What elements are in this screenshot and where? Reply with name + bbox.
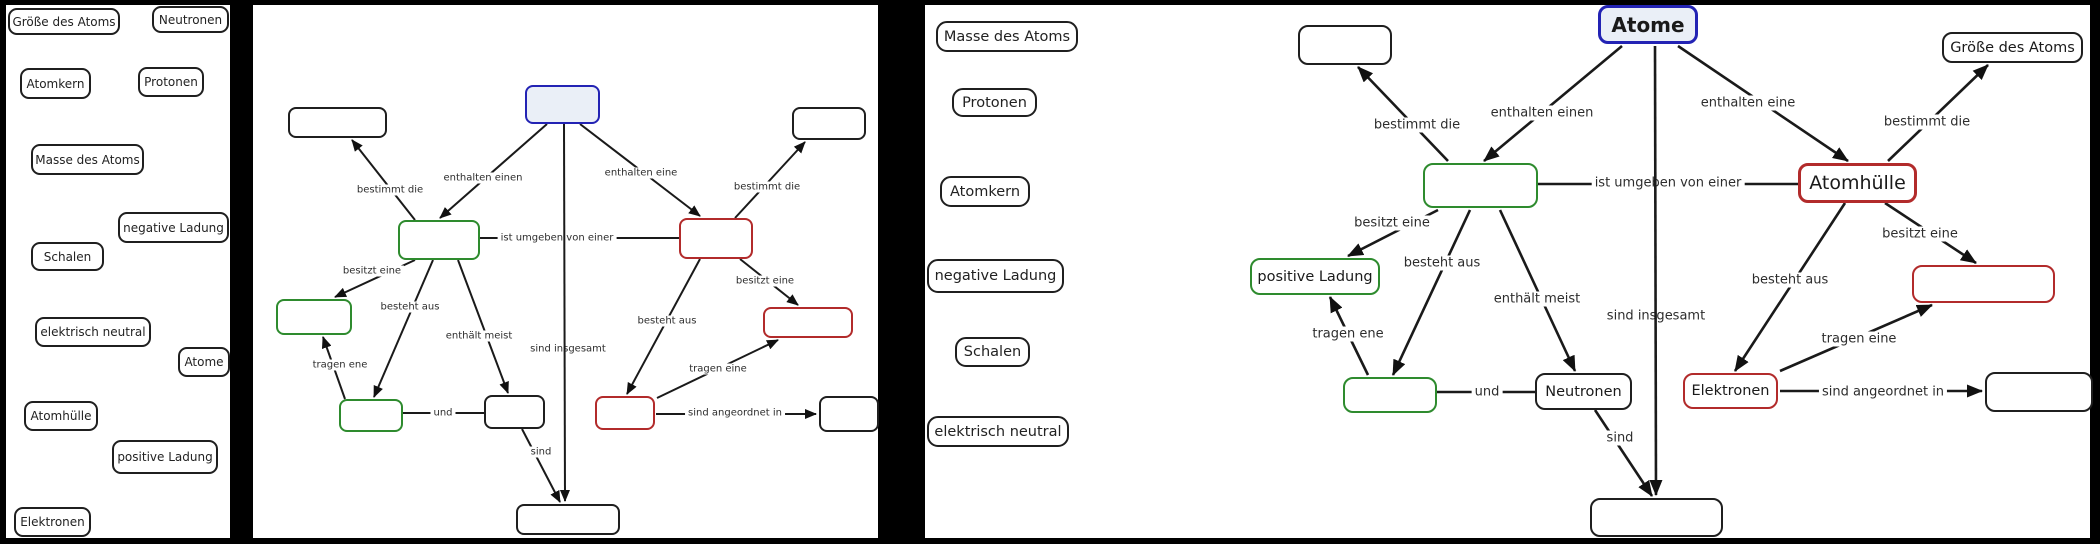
concept-node-atomkern-blank[interactable] (1423, 163, 1538, 208)
concept-node-green-bottom-blank[interactable] (339, 399, 403, 432)
edge-label: tragen eine (686, 363, 750, 375)
edge-label: besteht aus (1400, 255, 1484, 271)
edge-line (457, 259, 509, 394)
edge-line (626, 258, 701, 395)
edge-line (734, 141, 806, 219)
word-bank-chip[interactable]: positive Ladung (112, 440, 218, 474)
concept-node-green-left-blank[interactable] (276, 299, 352, 335)
edge-label: besitzt eine (339, 265, 405, 277)
word-bank-chip[interactable]: Protonen (952, 88, 1037, 117)
word-bank-chip[interactable]: Masse des Atoms (31, 144, 144, 175)
edge-line (1391, 209, 1472, 376)
concept-node-top-left-blank[interactable] (288, 107, 387, 138)
edge-label: tragen eine (1818, 331, 1900, 347)
edge-label: besitzt eine (1879, 226, 1961, 242)
edge-label: tragen ene (1309, 326, 1387, 342)
edge-line (1498, 209, 1577, 372)
edge-line (1887, 64, 1989, 162)
edge-line (439, 123, 548, 219)
word-bank-chip[interactable]: elektrisch neutral (927, 416, 1069, 447)
concept-node-groesse-des-atoms[interactable]: Größe des Atoms (1942, 32, 2083, 63)
word-bank-chip[interactable]: Elektronen (14, 507, 91, 537)
edge-label: bestimmt die (730, 181, 804, 193)
concept-node-neutronen[interactable]: Neutronen (1535, 373, 1632, 410)
edge-label: enthalten einen (440, 172, 526, 184)
edge-label: ist umgeben von einer (1591, 175, 1745, 191)
word-bank-chip[interactable]: Atome (178, 347, 230, 377)
edge-label: und (1471, 384, 1503, 400)
edge-label: sind (527, 446, 555, 458)
edge-label: besteht aus (634, 315, 700, 327)
edge-label: besitzt eine (1351, 215, 1433, 231)
concept-node-green-mid-blank[interactable] (398, 220, 480, 260)
concept-node-bottom-blank[interactable] (1590, 498, 1723, 537)
edge-label: sind insgesamt (1603, 308, 1709, 324)
edge-label: enthalten einen (1487, 105, 1597, 121)
right-panel (925, 5, 2090, 538)
concept-node-red-mid-blank[interactable] (679, 218, 753, 259)
concept-node-green-bottom-blank[interactable] (1343, 377, 1437, 413)
word-bank-chip[interactable]: Atomkern (20, 68, 91, 99)
concept-node-red-right-blank[interactable] (1912, 265, 2055, 303)
edge-line (373, 259, 434, 398)
word-bank-chip[interactable]: Atomhülle (24, 401, 98, 431)
word-bank-chip[interactable]: negative Ladung (118, 212, 229, 243)
edge-label: enthält meist (1490, 291, 1584, 307)
edge-label: enthalten eine (1697, 95, 1799, 111)
edge-label: enthalten eine (601, 167, 681, 179)
concept-node-top-right-blank[interactable] (792, 107, 866, 140)
word-bank-chip[interactable]: Neutronen (152, 6, 229, 33)
edge-label: sind (1603, 430, 1637, 446)
concept-node-und-blank[interactable] (484, 395, 545, 429)
edge-label: besteht aus (1748, 272, 1832, 288)
edge-line (351, 139, 416, 221)
word-bank-chip[interactable]: Größe des Atoms (8, 8, 120, 35)
edge-label: sind angeordnet in (685, 407, 785, 419)
word-bank-chip[interactable]: negative Ladung (927, 259, 1064, 293)
edge-label: enthält meist (442, 330, 516, 342)
edge-label: besitzt eine (732, 275, 798, 287)
word-bank-chip[interactable]: Protonen (138, 67, 204, 97)
edge-line (1483, 45, 1623, 162)
edge-label: tragen ene (309, 359, 371, 371)
edge-label: bestimmt die (353, 184, 427, 196)
edge-line (521, 428, 561, 503)
concept-node-red-right-blank[interactable] (763, 307, 853, 338)
concept-node-atome[interactable]: Atome (1598, 5, 1698, 44)
word-bank-chip[interactable]: elektrisch neutral (35, 317, 151, 347)
word-bank-chip[interactable]: Masse des Atoms (936, 21, 1078, 52)
edge-label: sind insgesamt (527, 343, 609, 355)
edge-label: besteht aus (377, 301, 443, 313)
concept-node-atomhuelle[interactable]: Atomhülle (1798, 163, 1917, 203)
word-bank-chip[interactable]: Schalen (31, 242, 104, 271)
concept-node-top-left-blank[interactable] (1298, 25, 1392, 65)
concept-node-elektronen[interactable]: Elektronen (1683, 373, 1778, 409)
concept-node-root-blank[interactable] (525, 85, 600, 124)
concept-node-bottom-blank[interactable] (516, 504, 620, 535)
edge-label: bestimmt die (1880, 114, 1974, 130)
edge-label: sind angeordnet in (1818, 384, 1948, 400)
edge-label: und (430, 407, 456, 419)
concept-node-far-right-blank[interactable] (1985, 372, 2093, 412)
edge-label: bestimmt die (1370, 117, 1464, 133)
word-bank-chip[interactable]: Schalen (955, 337, 1030, 367)
concept-node-red-bl-blank[interactable] (595, 396, 655, 430)
concept-node-positive-ladung[interactable]: positive Ladung (1250, 258, 1380, 295)
concept-node-far-right-blank[interactable] (819, 396, 879, 432)
edge-label: ist umgeben von einer (497, 232, 617, 244)
edge-line (1357, 66, 1449, 162)
word-bank-chip[interactable]: Atomkern (940, 176, 1030, 207)
edge-line (1593, 409, 1654, 497)
